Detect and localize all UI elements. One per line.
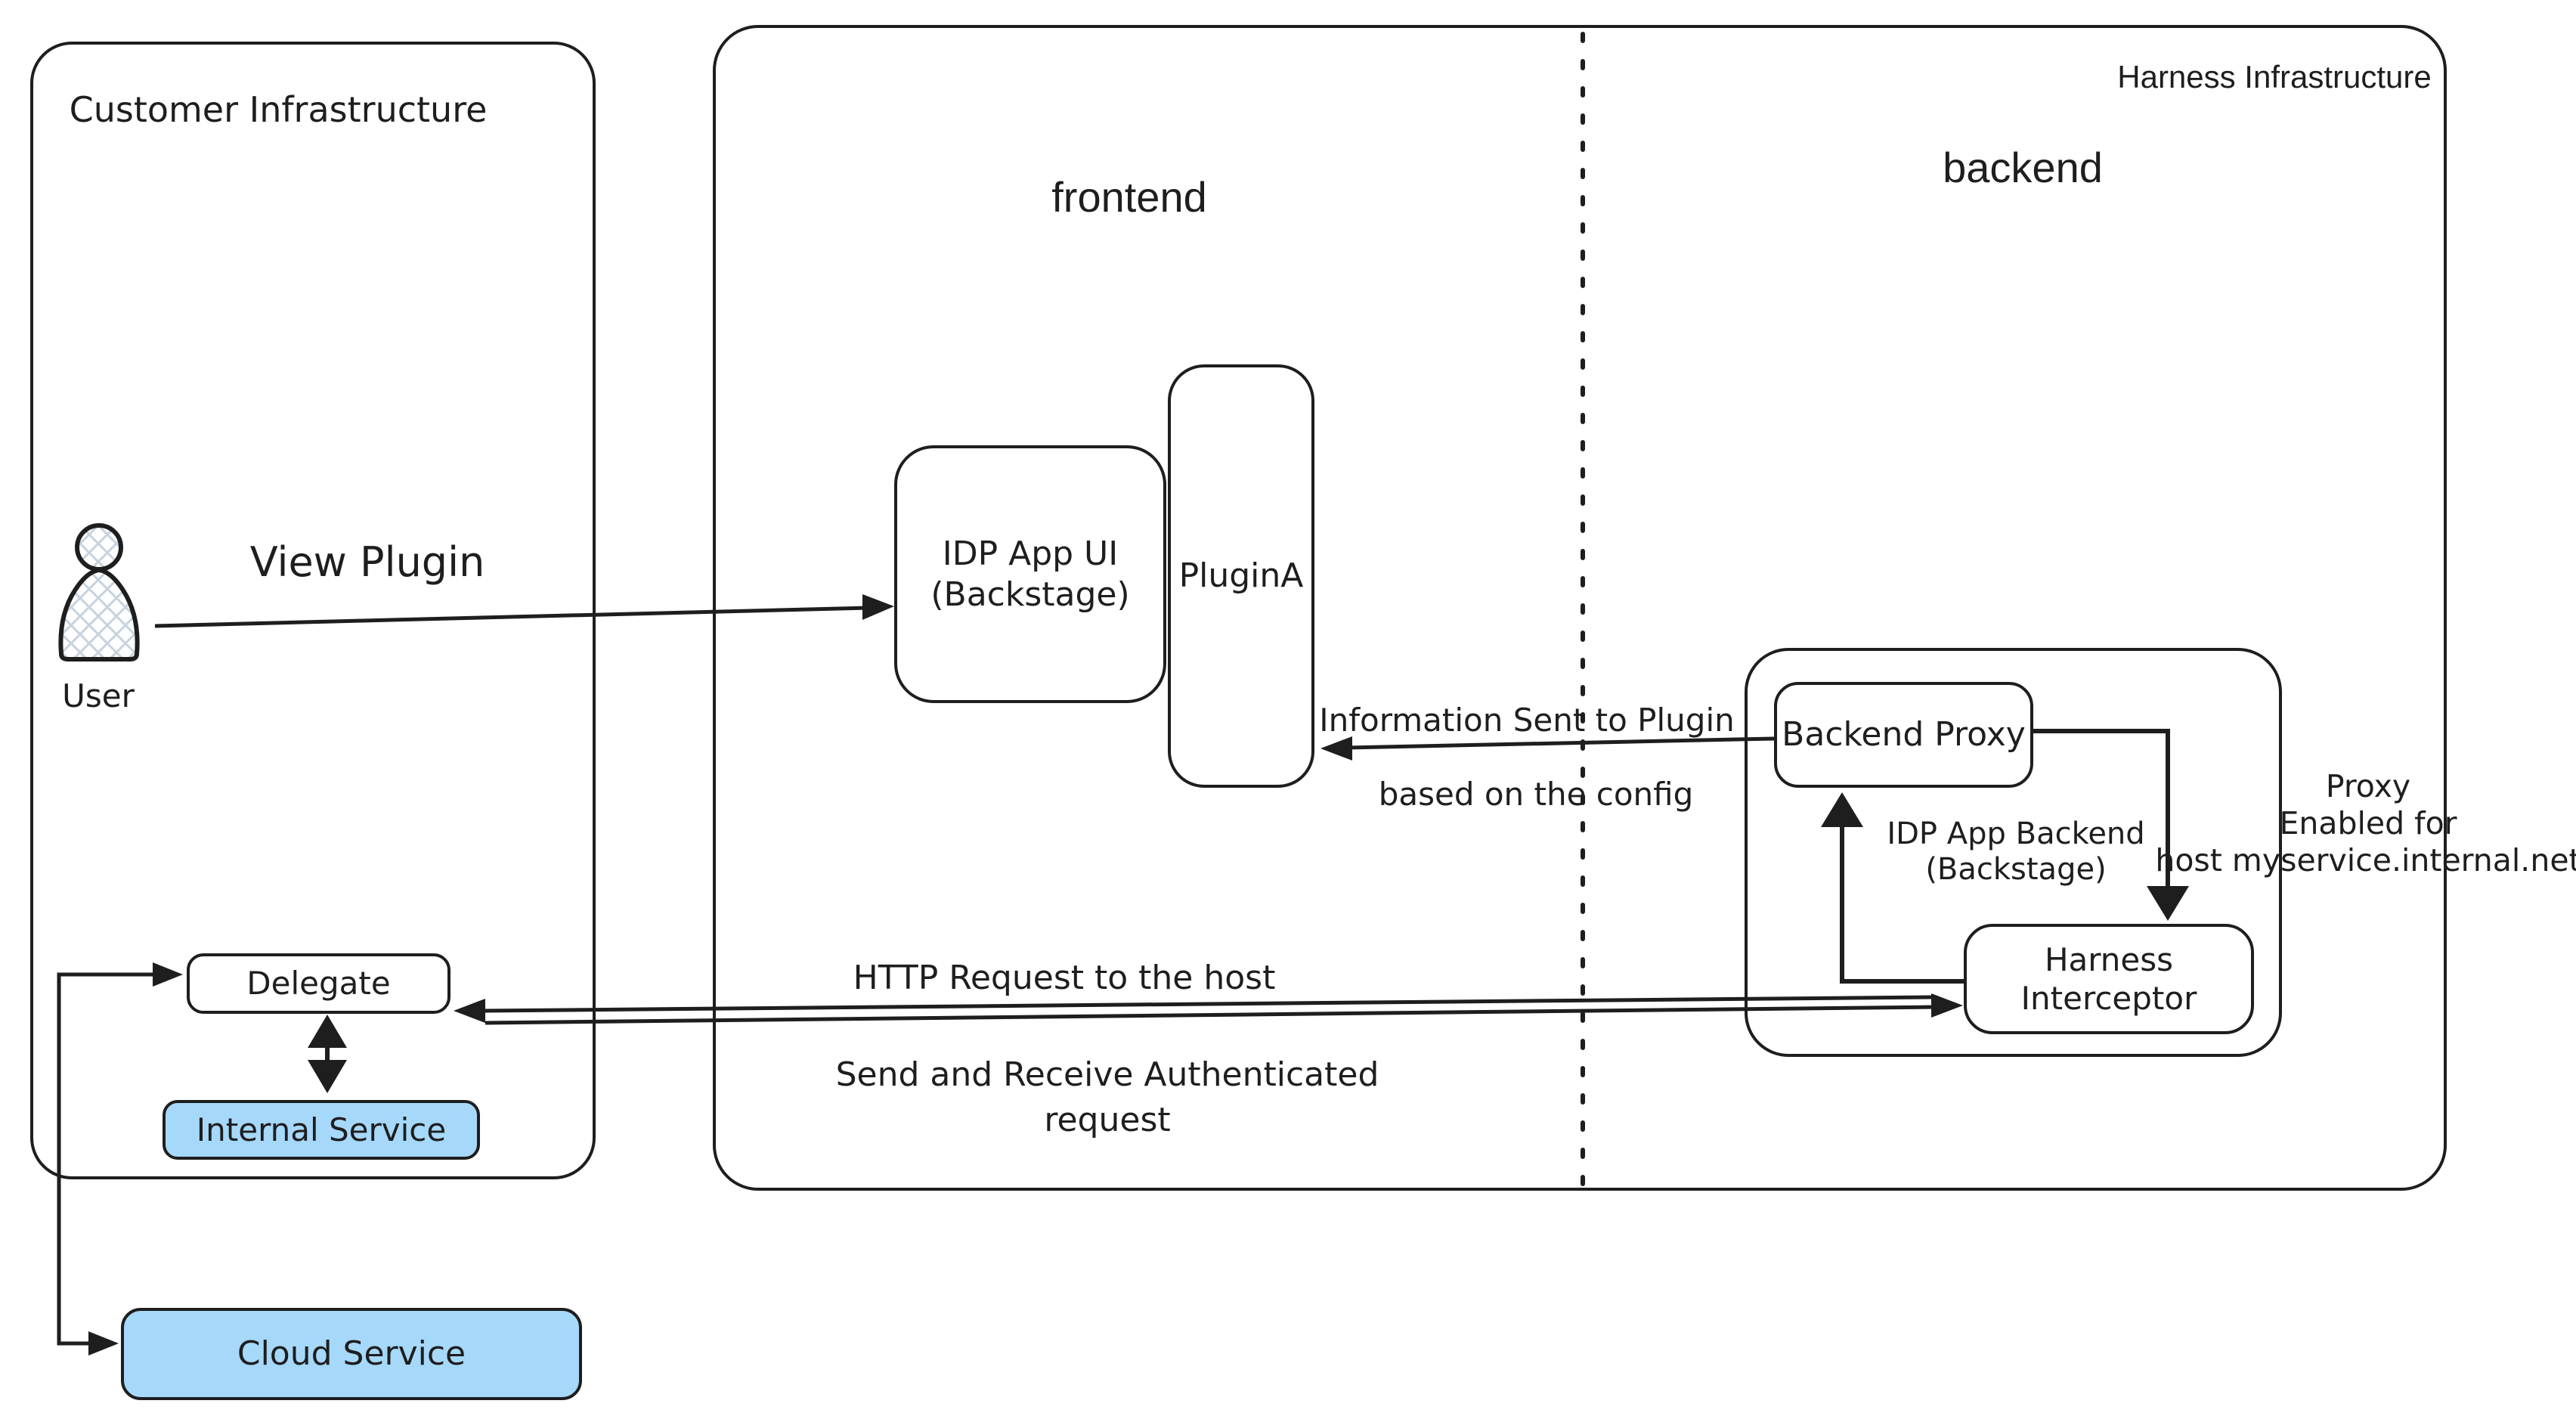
internal-service-box: Internal Service [163, 1100, 480, 1160]
delegate-label: Delegate [246, 965, 391, 1002]
backend-proxy-box: Backend Proxy [1774, 682, 2033, 788]
cloud-service-box: Cloud Service [121, 1308, 582, 1400]
internal-service-label: Internal Service [196, 1111, 447, 1148]
idp-app-ui-label-line1: IDP App UI [942, 534, 1119, 573]
view-plugin-label: View Plugin [249, 538, 485, 586]
harness-infrastructure-title: Harness Infrastructure [2117, 59, 2432, 95]
idp-app-backend-note-line1: IDP App Backend [1887, 816, 2145, 851]
proxy-enabled-note-line2: Enabled for [2279, 805, 2457, 841]
customer-infrastructure-title: Customer Infrastructure [69, 89, 488, 130]
proxy-enabled-note: Proxy Enabled for host myservice.interna… [2155, 768, 2576, 879]
proxy-enabled-note-line1: Proxy [2325, 768, 2411, 804]
user-label: User [62, 677, 135, 714]
http-request-label: HTTP Request to the host [853, 959, 1276, 997]
plugin-a-label: PluginA [1178, 556, 1304, 596]
info-sent-label-line1: Information Sent to Plugin [1319, 702, 1735, 739]
harness-interceptor-label-line2: Interceptor [2020, 980, 2197, 1017]
idp-app-backend-note-line2: (Backstage) [1925, 852, 2107, 887]
auth-request-label-line1: Send and Receive Authenticated [835, 1055, 1379, 1094]
backend-section-label: backend [1943, 144, 2103, 191]
auth-request-label-line2: request [1044, 1101, 1171, 1139]
harness-interceptor-box: Harness Interceptor [1964, 924, 2254, 1034]
user-icon [58, 523, 140, 662]
plugin-a-box: PluginA [1168, 364, 1314, 788]
backend-proxy-label: Backend Proxy [1782, 715, 2026, 754]
idp-app-ui-label-line2: (Backstage) [930, 575, 1130, 614]
auth-request-label: Send and Receive Authenticated request [836, 1052, 1379, 1143]
cloud-service-label: Cloud Service [237, 1334, 466, 1374]
delegate-box: Delegate [187, 953, 450, 1014]
idp-app-backend-note: IDP App Backend (Backstage) [1887, 816, 2144, 888]
frontend-section-label: frontend [1051, 173, 1207, 221]
proxy-enabled-note-line3: host myservice.internal.net [2155, 842, 2576, 878]
info-sent-label-line2: based on the config [1378, 776, 1694, 813]
idp-app-ui-box: IDP App UI (Backstage) [894, 445, 1166, 703]
harness-interceptor-label-line1: Harness [2044, 940, 2174, 978]
